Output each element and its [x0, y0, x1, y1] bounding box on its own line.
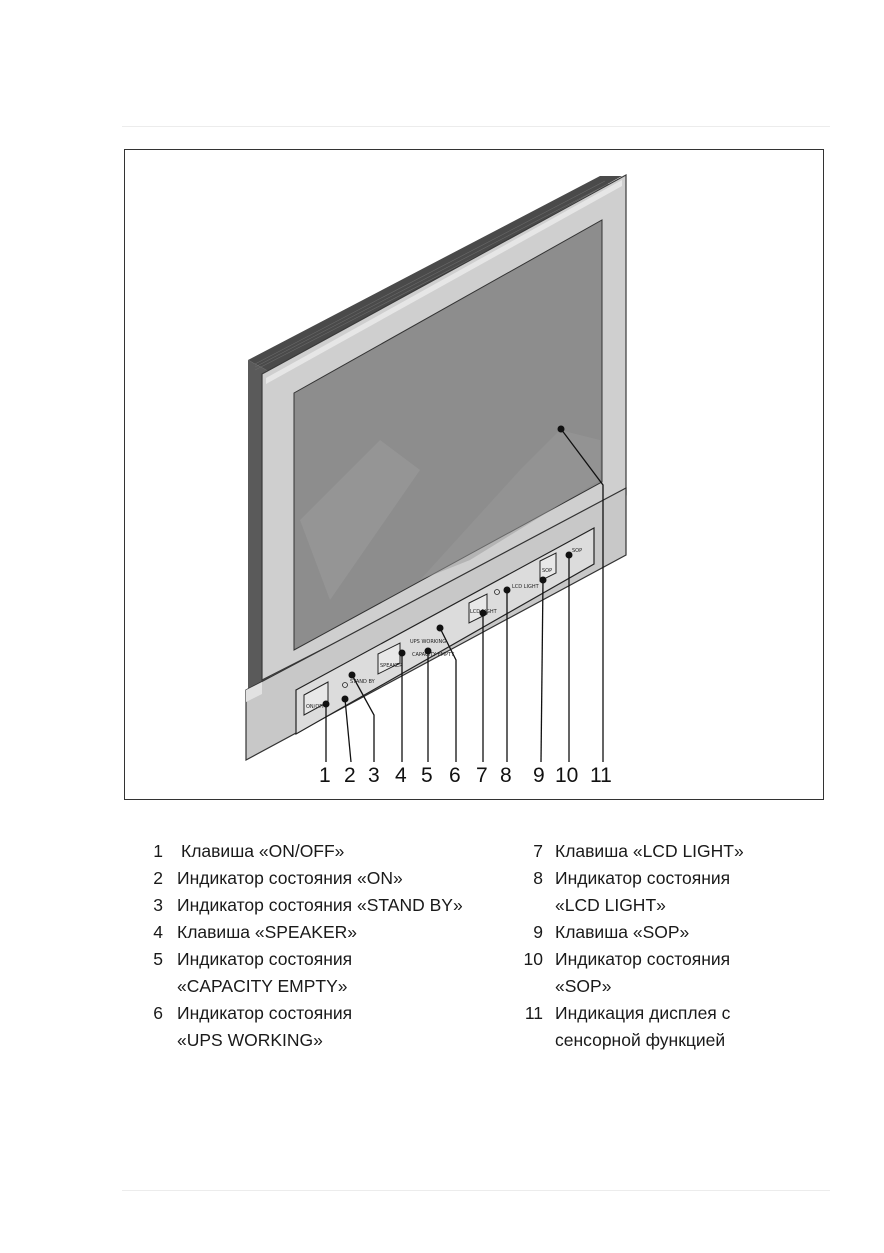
callout-number: 4 [395, 764, 407, 787]
legend-left-column: 1 Клавиша «ON/OFF» 2 Индикатор состояния… [145, 838, 515, 1054]
display-screen [293, 219, 603, 651]
capacity-empty-label: CAPACITY EMPTY [412, 652, 455, 658]
legend-text: Индикатор состояния [177, 1003, 353, 1023]
sop-key [539, 552, 557, 582]
legend-text: «UPS WORKING» [177, 1030, 323, 1050]
control-panel-recess [295, 526, 595, 736]
legend-text: Индикатор состояния «STAND BY» [177, 895, 463, 915]
legend-number: 5 [153, 949, 163, 969]
legend-number: 11 [524, 1003, 543, 1023]
legend-text: Индикатор состояния [177, 949, 353, 969]
legend-text: Индикация дисплея с [555, 1003, 731, 1023]
legend-number: 10 [523, 949, 543, 969]
callout-number: 1 [319, 764, 331, 787]
legend-item: 7 Клавиша «LCD LIGHT» [515, 838, 835, 865]
legend-text: Клавиша «LCD LIGHT» [555, 841, 744, 861]
legend-item: 11 Индикация дисплея с сенсорной функцие… [515, 1000, 835, 1054]
callout-number: 7 [476, 764, 488, 787]
legend-text: Индикатор состояния [555, 949, 731, 969]
sop-key-label: SOP [542, 568, 552, 574]
callout-number: 2 [344, 764, 356, 787]
legend-text: Индикатор состояния «ON» [177, 868, 403, 888]
legend-number: 4 [153, 922, 163, 942]
legend-number: 1 [153, 841, 163, 861]
legend-item: 10 Индикатор состояния «SOP» [515, 946, 835, 1000]
legend-text: Индикатор состояния [555, 868, 731, 888]
legend-right-column: 7 Клавиша «LCD LIGHT» 8 Индикатор состоя… [515, 838, 835, 1054]
legend-item: 5 Индикатор состояния «CAPACITY EMPTY» [145, 946, 515, 1000]
callout-number: 3 [368, 764, 380, 787]
sop-label: SOP [572, 548, 582, 554]
top-divider [122, 126, 830, 127]
legend-number: 6 [153, 1003, 163, 1023]
legend-item: 9 Клавиша «SOP» [515, 919, 835, 946]
legend-number: 8 [533, 868, 543, 888]
speaker-key-label: SPEAKER [380, 663, 403, 669]
legend-text: Клавиша «SOP» [555, 922, 690, 942]
legend-item: 4 Клавиша «SPEAKER» [145, 919, 515, 946]
legend-text: «LCD LIGHT» [555, 895, 666, 915]
lcd-led-icon [494, 589, 500, 595]
on-led-icon [342, 682, 348, 688]
callout-number: 5 [421, 764, 433, 787]
legend-number: 7 [533, 841, 543, 861]
legend-number: 3 [153, 895, 163, 915]
legend-item: 8 Индикатор состояния «LCD LIGHT» [515, 865, 835, 919]
ups-working-label: UPS WORKING [410, 639, 446, 645]
callout-number: 11 [590, 764, 612, 787]
legend-item: 3 Индикатор состояния «STAND BY» [145, 892, 515, 919]
standby-label: STAND BY [350, 679, 376, 685]
callout-number: 6 [449, 764, 461, 787]
callout-leaders [325, 428, 604, 763]
legend-number: 9 [533, 922, 543, 942]
callout-number: 9 [533, 764, 545, 787]
legend-item: 2 Индикатор состояния «ON» [145, 865, 515, 892]
speaker-key [377, 642, 401, 675]
callout-number: 8 [500, 764, 512, 787]
bottom-divider [122, 1190, 830, 1191]
callout-number: 10 [555, 764, 579, 787]
legend-item: 6 Индикатор состояния «UPS WORKING» [145, 1000, 515, 1054]
legend-text: «CAPACITY EMPTY» [177, 976, 348, 996]
on-off-key-label: ON/OFF [306, 704, 325, 710]
legend-text: Клавиша «ON/OFF» [181, 841, 345, 861]
legend-number: 2 [153, 868, 163, 888]
legend-item: 1 Клавиша «ON/OFF» [145, 838, 515, 865]
legend-text: сенсорной функцией [555, 1030, 726, 1050]
legend-text: «SOP» [555, 976, 612, 996]
lcd-light-label: LCD LIGHT [512, 584, 540, 590]
legend-text: Клавиша «SPEAKER» [177, 922, 357, 942]
